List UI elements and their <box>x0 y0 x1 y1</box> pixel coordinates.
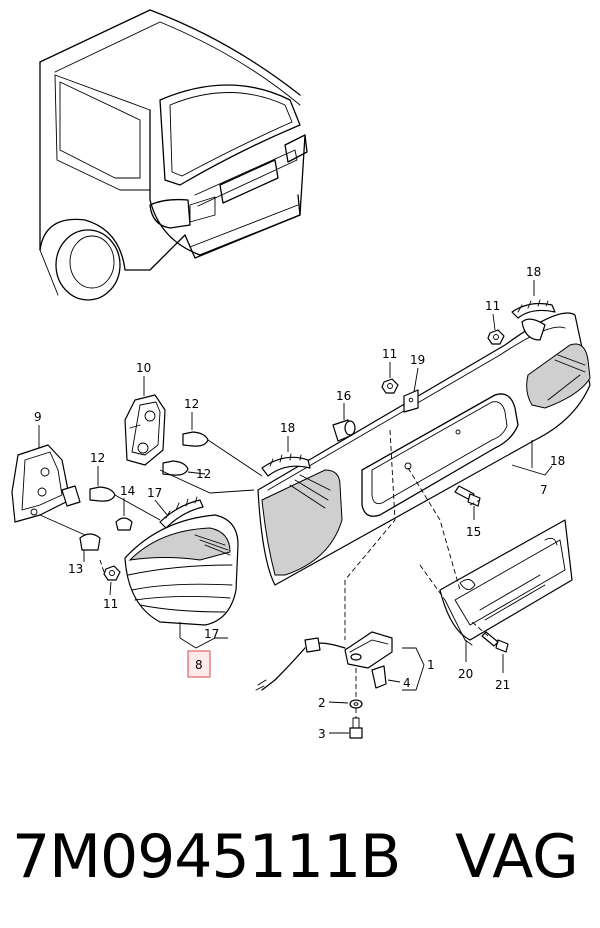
caption-bar: 7M0945111B VAG <box>0 812 600 902</box>
seal-17 <box>159 496 204 529</box>
nut-11-lower <box>103 565 121 581</box>
callout-1: 1 <box>427 658 435 672</box>
callout-12-middle: 12 <box>196 467 211 481</box>
nut-11-right <box>487 329 505 345</box>
trim-panel-7 <box>257 312 591 586</box>
callout-13: 13 <box>68 562 83 576</box>
van-rear-illustration <box>39 9 308 301</box>
part-number: 7M0945111B <box>12 822 401 892</box>
callout-15: 15 <box>466 525 481 539</box>
bulb-12-middle <box>162 460 189 476</box>
callout-12-left: 12 <box>90 451 105 465</box>
exploded-parts-diagram: 18 11 11 19 16 18 18 7 10 12 12 12 9 14 … <box>11 9 591 741</box>
bulb-holder-9 <box>11 444 81 523</box>
callout-18-middle: 18 <box>280 421 295 435</box>
callout-14: 14 <box>120 484 135 498</box>
bulb-12-top <box>182 431 209 447</box>
callout-7: 7 <box>540 483 548 497</box>
screw-15 <box>454 485 481 507</box>
grommet-16 <box>332 419 356 442</box>
bracket-20 <box>439 519 573 646</box>
screw-21 <box>481 631 509 653</box>
screw-3 <box>349 717 363 739</box>
callout-17-seal: 17 <box>147 486 162 500</box>
callout-18-right: 18 <box>550 454 565 468</box>
callout-8: 8 <box>195 658 203 672</box>
seal-18-right <box>511 299 556 341</box>
callout-19: 19 <box>410 353 425 367</box>
washer-2 <box>349 699 363 709</box>
callout-11-center: 11 <box>382 347 397 361</box>
callout-9: 9 <box>34 410 42 424</box>
callout-10: 10 <box>136 361 151 375</box>
clip-19 <box>403 389 419 413</box>
tail-lamp-8 <box>124 514 239 626</box>
callout-11-right: 11 <box>485 299 500 313</box>
callout-12-top: 12 <box>184 397 199 411</box>
callout-3: 3 <box>318 727 326 741</box>
callout-21: 21 <box>495 678 510 692</box>
callout-18-top: 18 <box>526 265 541 279</box>
nut-11-center <box>381 378 399 394</box>
callout-17-lamp: 17 <box>204 627 219 641</box>
callout-11-lower: 11 <box>103 597 118 611</box>
brand-label: VAG <box>455 822 579 892</box>
callout-4: 4 <box>403 676 411 690</box>
callout-2: 2 <box>318 696 326 710</box>
bulb-12-left <box>89 486 116 502</box>
leader-lines <box>38 280 553 734</box>
callout-labels: 18 11 11 19 16 18 18 7 10 12 12 12 9 14 … <box>34 265 565 741</box>
assembly-dashed-lines <box>99 429 489 718</box>
bulb-holder-10 <box>124 394 166 466</box>
bulb-14 <box>115 517 133 531</box>
license-lamp-1 <box>255 631 393 691</box>
highlight-box-8 <box>187 650 211 678</box>
bulb-13 <box>79 533 101 551</box>
seal-18-middle <box>261 453 311 477</box>
callout-16: 16 <box>336 389 351 403</box>
callout-20: 20 <box>458 667 473 681</box>
